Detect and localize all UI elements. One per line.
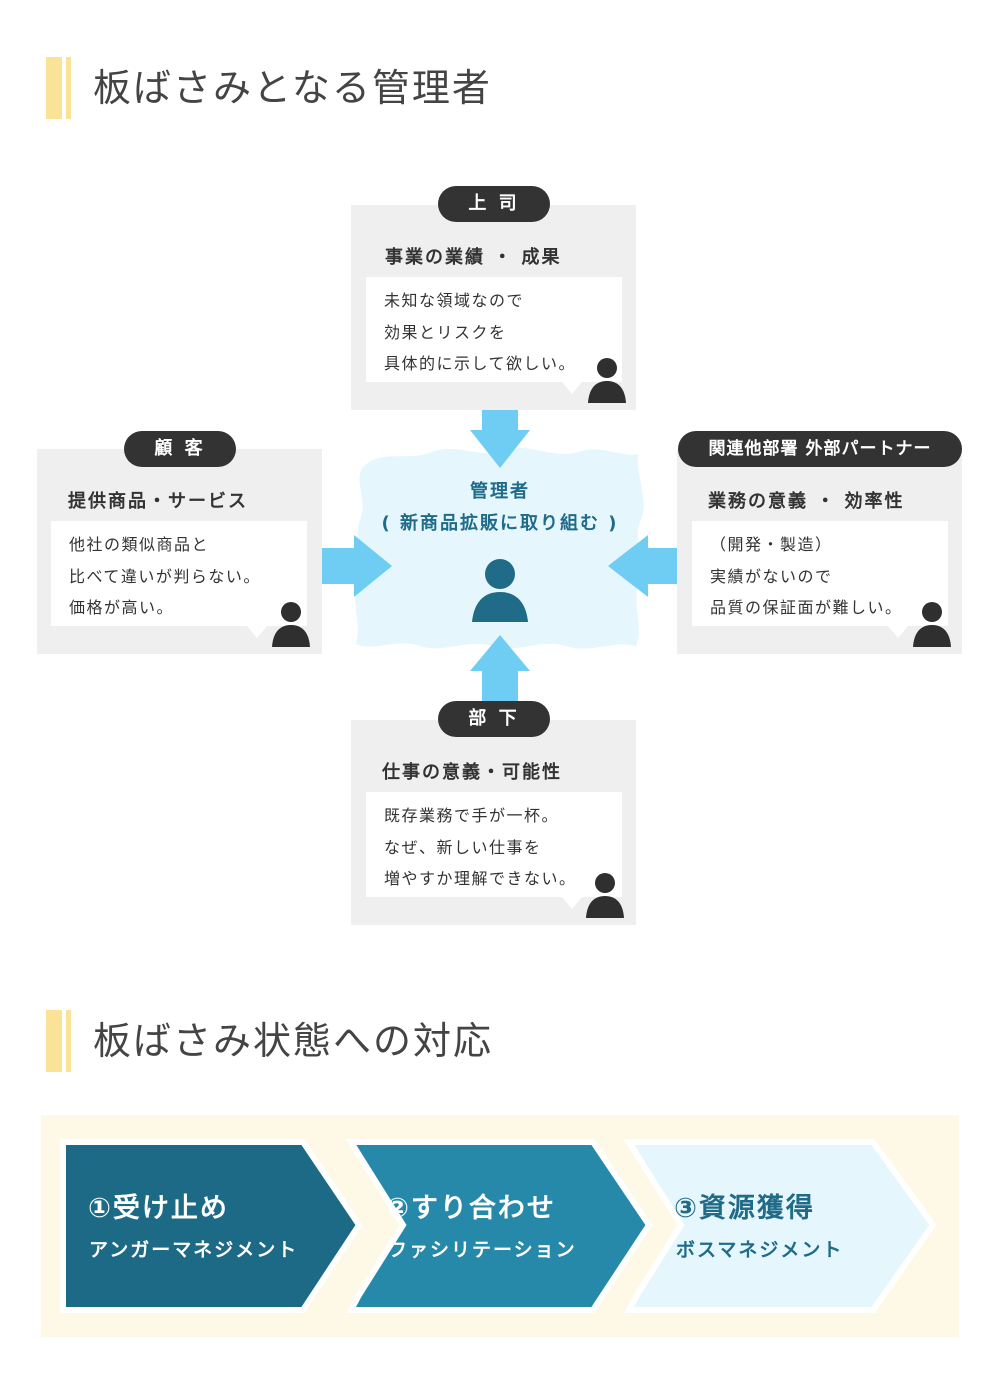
- manager-subtitle: ( 新商品拡販に取り組む ): [381, 513, 619, 534]
- manager-person-icon: [472, 559, 528, 622]
- step-1-subtitle: アンガーマネジメント: [89, 1239, 299, 1261]
- partner-speech-bubble: （開発・製造） 実績がないので 品質の保証面が難しい。: [692, 521, 948, 638]
- bubble-tail: [562, 382, 582, 394]
- step-2-title: ②すり合わせ: [386, 1193, 556, 1224]
- partner-line-3: 品質の保証面が難しい。: [710, 598, 903, 617]
- customer-card-title: 提供商品・サービス: [68, 491, 248, 512]
- subordinate-tag: 部 下: [438, 701, 550, 737]
- heading-accent-bar-thin: [66, 1010, 71, 1072]
- step-3-subtitle: ボスマネジメント: [676, 1239, 844, 1261]
- boss-tag: 上 司: [438, 186, 550, 222]
- subordinate-speech-bubble: 既存業務で手が一杯。 なぜ、新しい仕事を 増やすか理解できない。: [366, 792, 622, 909]
- person-icon: [913, 602, 951, 647]
- partner-card-title: 業務の意義 ・ 効率性: [708, 491, 905, 512]
- bubble-tail: [562, 897, 582, 909]
- step-1-title: ①受け止め: [88, 1193, 229, 1224]
- customer-line-3: 価格が高い。: [69, 598, 175, 617]
- subordinate-line-1: 既存業務で手が一杯。: [384, 806, 560, 825]
- manager-title: 管理者: [470, 481, 530, 502]
- step-1-chevron: [60, 1139, 363, 1313]
- steps-chevrons: [60, 1139, 937, 1313]
- bubble-tail: [888, 626, 908, 638]
- boss-card: 事業の業績 ・ 成果 未知な領域なので 効果とリスクを 具体的に示して欲しい。: [351, 205, 636, 410]
- arrow-right-from-customer: [310, 535, 392, 597]
- heading-accent-bar: [46, 57, 62, 119]
- partner-tag: 関連他部署 外部パートナー: [678, 431, 962, 467]
- step-3-title: ③資源獲得: [674, 1193, 815, 1224]
- partner-card: 業務の意義 ・ 効率性 （開発・製造） 実績がないので 品質の保証面が難しい。: [677, 449, 962, 654]
- partner-line-2: 実績がないので: [710, 567, 833, 586]
- heading-accent-bar-thin: [66, 57, 71, 119]
- person-icon: [586, 873, 624, 918]
- boss-line-1: 未知な領域なので: [384, 291, 525, 310]
- subordinate-line-3: 増やすか理解できない。: [384, 869, 577, 888]
- boss-line-3: 具体的に示して欲しい。: [384, 354, 577, 373]
- boss-speech-bubble: 未知な領域なので 効果とリスクを 具体的に示して欲しい。: [366, 277, 622, 394]
- customer-line-1: 他社の類似商品と: [69, 535, 210, 554]
- step-2-chevron: [345, 1139, 653, 1313]
- bubble-tail: [247, 626, 267, 638]
- customer-tag: 顧 客: [124, 431, 236, 467]
- customer-card: 提供商品・サービス 他社の類似商品と 比べて違いが判らない。 価格が高い。: [37, 449, 322, 654]
- subordinate-card: 仕事の意義・可能性 既存業務で手が一杯。 なぜ、新しい仕事を 増やすか理解できな…: [351, 720, 636, 925]
- person-icon: [588, 358, 626, 403]
- person-icon: [272, 602, 310, 647]
- subordinate-card-title: 仕事の意義・可能性: [382, 762, 562, 783]
- customer-speech-bubble: 他社の類似商品と 比べて違いが判らない。 価格が高い。: [51, 521, 307, 638]
- step-3-chevron: [623, 1139, 937, 1313]
- subordinate-line-2: なぜ、新しい仕事を: [384, 838, 542, 857]
- section-title: 板ばさみ状態への対応: [93, 1019, 494, 1063]
- arrow-up-from-subordinate: [470, 635, 530, 705]
- boss-card-title: 事業の業績 ・ 成果: [385, 247, 562, 268]
- customer-line-2: 比べて違いが判らない。: [69, 567, 261, 586]
- section-title: 板ばさみとなる管理者: [93, 66, 492, 110]
- boss-line-2: 効果とリスクを: [384, 323, 507, 342]
- partner-line-1: （開発・製造）: [710, 535, 833, 554]
- step-2-subtitle: ファシリテーション: [388, 1239, 577, 1261]
- arrow-left-from-partner: [608, 535, 692, 597]
- heading-accent-bar: [46, 1010, 62, 1072]
- manager-cloud: [355, 447, 644, 649]
